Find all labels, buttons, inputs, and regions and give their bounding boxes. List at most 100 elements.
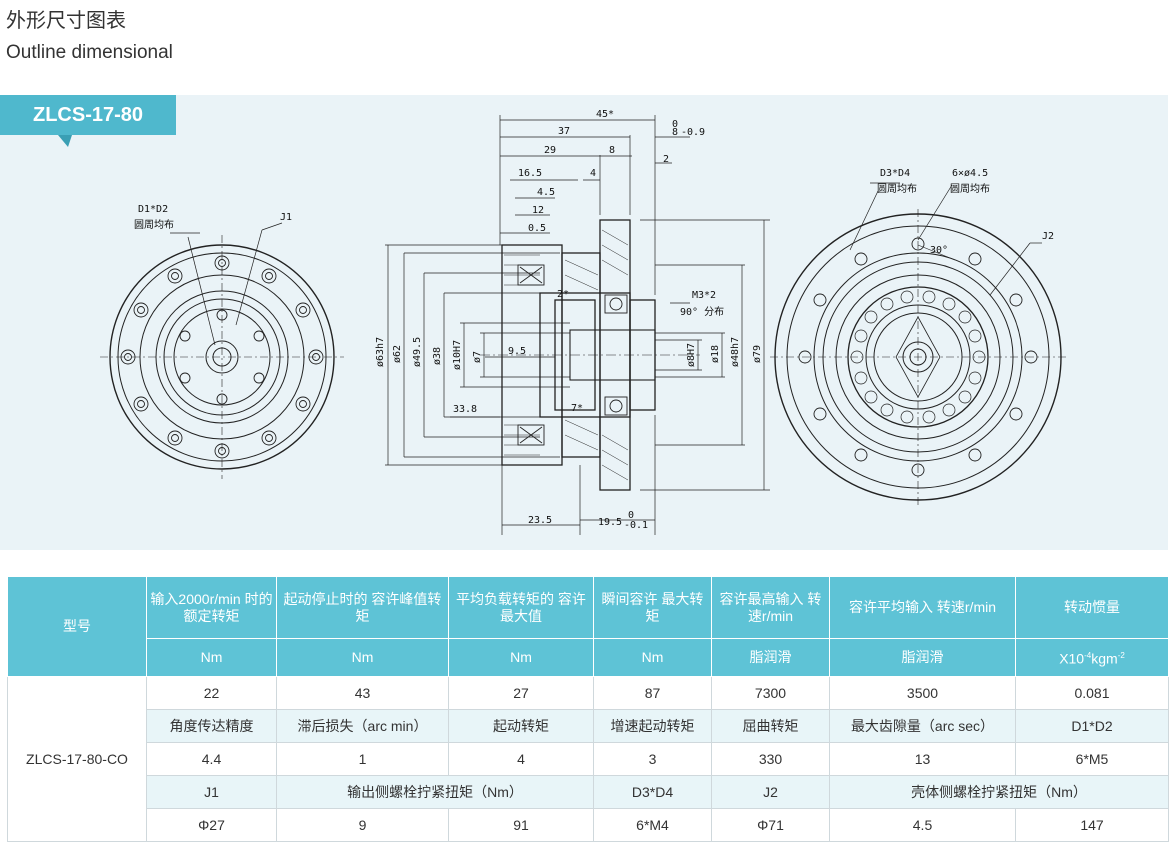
table-cell: 4.5 <box>829 808 1016 842</box>
table-cell: 43 <box>276 676 449 710</box>
header-peak-torque: 起动停止时的 容许峰值转矩 <box>276 576 449 639</box>
table-cell: 91 <box>448 808 594 842</box>
header-avg-speed: 容许平均输入 转速r/min <box>829 576 1016 639</box>
table-label-cell: 起动转矩 <box>448 709 594 743</box>
label-d3d4-sub: 圆周均布 <box>877 183 917 195</box>
dim-2-star: 2* <box>557 289 569 300</box>
header-model: 型号 <box>7 576 147 677</box>
unit-inertia: X10-4kgm-2 <box>1015 638 1169 677</box>
label-d3d4: D3*D4 <box>880 168 910 179</box>
dim-37: 37 <box>558 126 570 137</box>
label-holes-sub: 圆周均布 <box>950 183 990 195</box>
dim-d8h7: ø8H7 <box>686 343 697 367</box>
dim-9-5: 9.5 <box>508 346 526 357</box>
dim-d7: ø7 <box>472 351 483 363</box>
table-label-cell: 壳体侧螺栓拧紧扭矩（Nm） <box>829 775 1169 809</box>
table-cell: 3500 <box>829 676 1016 710</box>
table-cell: 6*M5 <box>1015 742 1169 776</box>
left-view <box>100 222 344 479</box>
table-cell: 13 <box>829 742 1016 776</box>
table-cell: 330 <box>711 742 830 776</box>
unit-momentary-torque: Nm <box>593 638 712 677</box>
table-label-cell: 最大齿隙量（arc sec） <box>829 709 1016 743</box>
section-view <box>385 115 770 535</box>
table-cell: Φ27 <box>146 808 277 842</box>
unit-peak-torque: Nm <box>276 638 449 677</box>
dim-8-lower: -0.9 <box>681 127 705 138</box>
unit-rated-torque: Nm <box>146 638 277 677</box>
dim-4: 4 <box>590 168 596 179</box>
dim-d62: ø62 <box>392 345 403 363</box>
table-cell: 4.4 <box>146 742 277 776</box>
dim-d18: ø18 <box>710 345 721 363</box>
table-cell: Φ71 <box>711 808 830 842</box>
table-cell: 27 <box>448 676 594 710</box>
header-max-speed: 容许最高输入 转速r/min <box>711 576 830 639</box>
header-rated-torque: 输入2000r/min 时的额定转矩 <box>146 576 277 639</box>
label-d1d2-sub: 圆周均布 <box>134 219 174 231</box>
label-d1d2: D1*D2 <box>138 204 168 215</box>
dim-45: 45* <box>596 109 614 120</box>
dim-8-tol: 8 <box>672 127 678 138</box>
dim-8-upper: 0 <box>672 119 678 130</box>
header-momentary-torque: 瞬间容许 最大转矩 <box>593 576 712 639</box>
table-cell: 9 <box>276 808 449 842</box>
dim-29: 29 <box>544 145 556 156</box>
unit-max-speed: 脂润滑 <box>711 638 830 677</box>
dim-2: 2 <box>663 154 669 165</box>
label-m3-sub: 90° 分布 <box>680 306 724 318</box>
table-label-cell: J1 <box>146 775 277 809</box>
dim-4-5: 4.5 <box>537 187 555 198</box>
drawing-panel <box>0 95 1168 550</box>
model-tab-notch <box>58 135 72 147</box>
dim-33-8: 33.8 <box>453 404 477 415</box>
model-name-cell: ZLCS-17-80-CO <box>7 676 147 842</box>
right-view <box>770 182 1066 505</box>
table-label-cell: J2 <box>711 775 830 809</box>
dim-d49-5: ø49.5 <box>412 337 423 367</box>
header-avg-torque: 平均负载转矩的 容许最大值 <box>448 576 594 639</box>
table-label-cell: 角度传达精度 <box>146 709 277 743</box>
dim-16-5: 16.5 <box>518 168 542 179</box>
label-angle: 30° <box>930 245 948 256</box>
table-label-cell: 输出侧螺栓拧紧扭矩（Nm） <box>276 775 594 809</box>
label-j2: J2 <box>1042 231 1054 242</box>
dim-d10h7: ø10H7 <box>452 340 463 370</box>
label-j1: J1 <box>280 212 292 223</box>
label-m3: M3*2 <box>692 290 716 301</box>
page-title: 外形尺寸图表 <box>6 8 126 32</box>
table-cell: 22 <box>146 676 277 710</box>
dim-8: 8 <box>609 145 615 156</box>
table-cell: 147 <box>1015 808 1169 842</box>
dim-7-star: 7* <box>571 403 583 414</box>
unit-avg-speed: 脂润滑 <box>829 638 1016 677</box>
dim-19-lower: -0.1 <box>624 520 648 531</box>
table-cell: 6*M4 <box>593 808 712 842</box>
table-label-cell: 增速起动转矩 <box>593 709 712 743</box>
dim-0-5: 0.5 <box>528 223 546 234</box>
table-cell: 87 <box>593 676 712 710</box>
dim-d63h7: ø63h7 <box>375 337 386 367</box>
page-subtitle: Outline dimensional <box>6 42 173 63</box>
dim-19-upper: 0 <box>628 510 634 521</box>
spec-table: 型号 输入2000r/min 时的额定转矩 起动停止时的 容许峰值转矩 平均负载… <box>7 576 1169 842</box>
label-holes: 6×ø4.5 <box>952 168 988 179</box>
table-cell: 0.081 <box>1015 676 1169 710</box>
table-cell: 3 <box>593 742 712 776</box>
table-label-cell: D3*D4 <box>593 775 712 809</box>
table-label-cell: 滞后损失（arc min） <box>276 709 449 743</box>
header-inertia: 转动惯量 <box>1015 576 1169 639</box>
dim-19-5: 19.5 <box>598 517 622 528</box>
technical-drawing: D1*D2 圆周均布 J1 <box>100 109 1066 535</box>
unit-avg-torque: Nm <box>448 638 594 677</box>
model-tab: ZLCS-17-80 <box>0 95 176 135</box>
table-cell: 4 <box>448 742 594 776</box>
dim-d48h7: ø48h7 <box>730 337 741 367</box>
dim-d38: ø38 <box>432 347 443 365</box>
dim-23-5: 23.5 <box>528 515 552 526</box>
table-label-cell: D1*D2 <box>1015 709 1169 743</box>
table-label-cell: 屈曲转矩 <box>711 709 830 743</box>
dim-12: 12 <box>532 205 544 216</box>
dim-d79: ø79 <box>752 345 763 363</box>
table-cell: 1 <box>276 742 449 776</box>
